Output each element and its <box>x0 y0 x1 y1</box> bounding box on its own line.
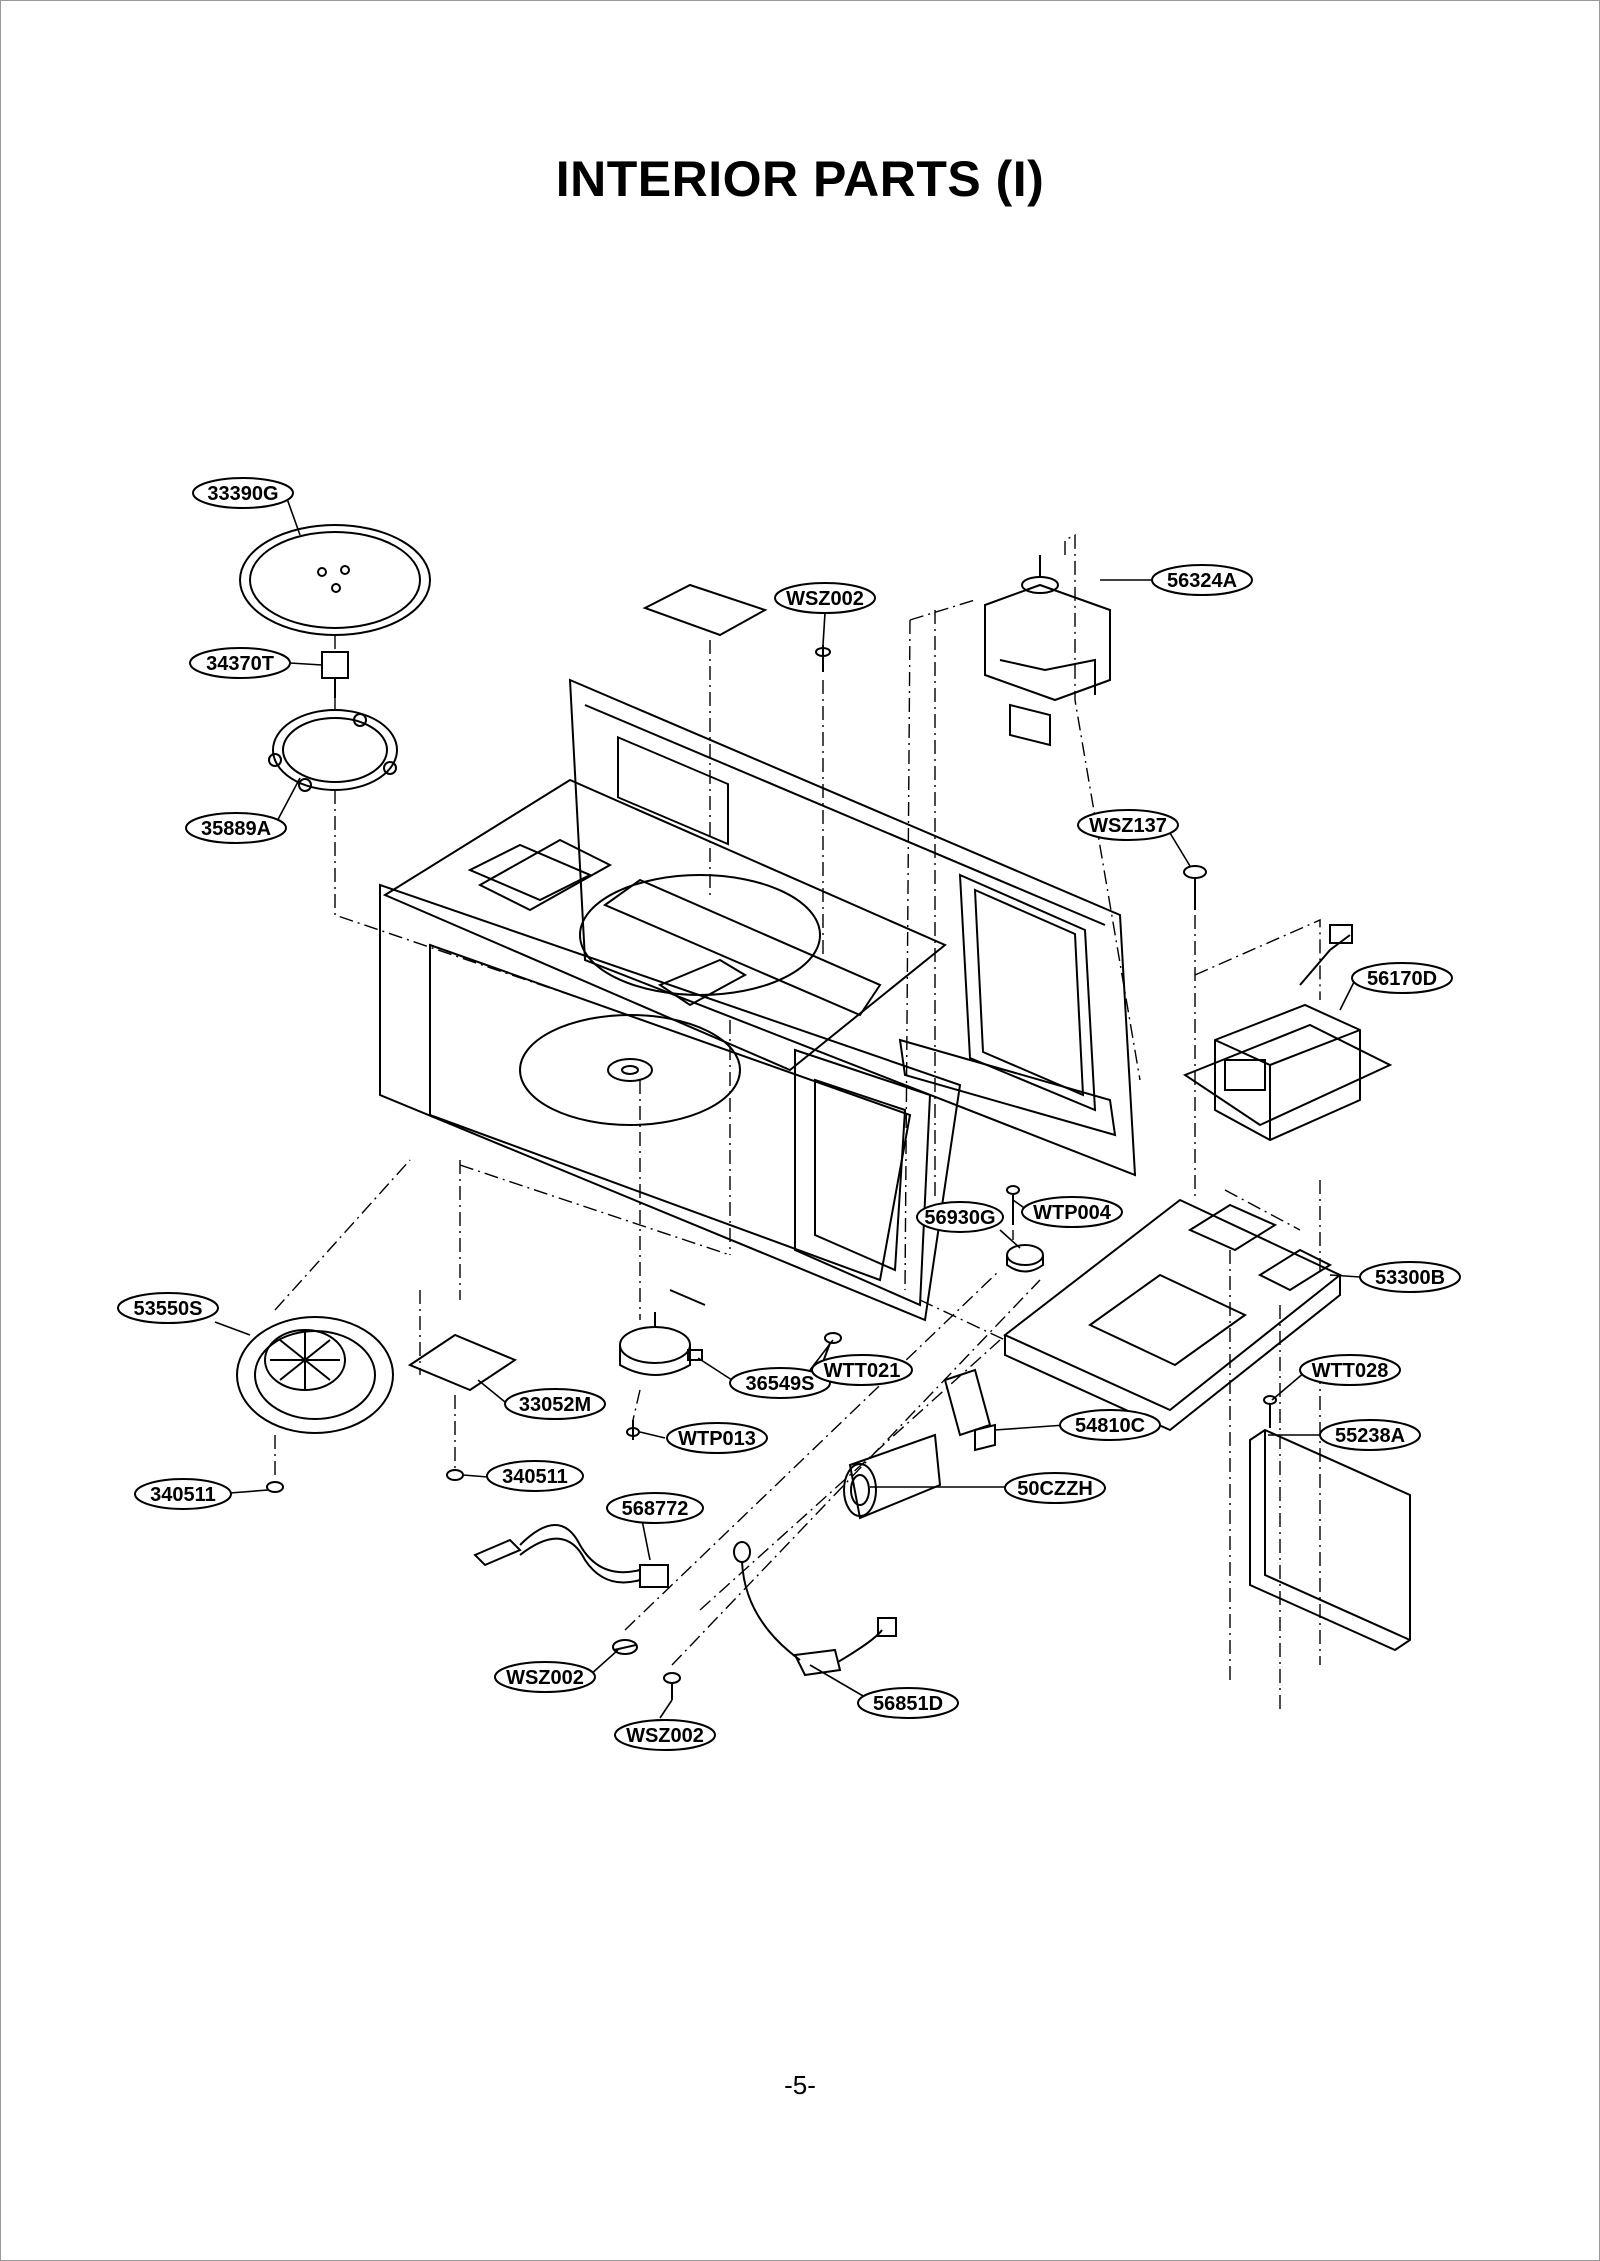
thermostat-drawing <box>1006 1185 1044 1273</box>
svg-text:WTP004: WTP004 <box>1033 1202 1112 1224</box>
callout-35889A: 35889A <box>185 812 287 844</box>
svg-text:WSZ002: WSZ002 <box>626 1725 704 1747</box>
bracket-drawing <box>943 1368 996 1452</box>
callout-56930G: 56930G <box>916 1201 1004 1233</box>
callout-WSZ137: WSZ137 <box>1077 809 1179 841</box>
svg-text:53550S: 53550S <box>134 1298 203 1320</box>
assembly-lines <box>274 533 1321 1710</box>
magnetron-drawing <box>984 555 1111 747</box>
screw-drawing <box>815 645 831 672</box>
svg-text:34370T: 34370T <box>206 653 274 675</box>
callout-WTP013: WTP013 <box>666 1422 768 1454</box>
svg-text:33052M: 33052M <box>519 1394 591 1416</box>
callout-36549S: 36549S <box>729 1367 831 1399</box>
svg-text:WSZ002: WSZ002 <box>786 588 864 610</box>
svg-text:56170D: 56170D <box>1367 968 1437 990</box>
cavity-drawing <box>379 678 1137 1322</box>
callout-55238A: 55238A <box>1319 1419 1421 1451</box>
callout-WTT028: WTT028 <box>1299 1354 1401 1386</box>
motor-cover-drawing <box>407 1333 518 1392</box>
callout-568772: 568772 <box>606 1492 704 1524</box>
svg-text:56324A: 56324A <box>1167 570 1237 592</box>
turntable-tray-drawing <box>239 524 431 636</box>
svg-text:340511: 340511 <box>150 1484 216 1506</box>
fuse-holder-drawing <box>733 1541 897 1677</box>
callout-WSZ002-bottom: WSZ002 <box>614 1719 716 1751</box>
leader-lines <box>214 492 1361 1719</box>
callout-53300B: 53300B <box>1359 1261 1461 1293</box>
partition-drawing <box>1249 1428 1411 1652</box>
svg-text:56930G: 56930G <box>924 1207 995 1229</box>
svg-text:568772: 568772 <box>622 1498 689 1520</box>
svg-text:36549S: 36549S <box>746 1373 815 1395</box>
svg-text:54810C: 54810C <box>1075 1415 1145 1437</box>
page-title: INTERIOR PARTS (I) <box>555 151 1045 207</box>
callout-33052M: 33052M <box>504 1388 606 1420</box>
callout-50CZZH: 50CZZH <box>1004 1472 1106 1504</box>
callout-56324A: 56324A <box>1151 564 1253 596</box>
callout-34370T: 34370T <box>189 647 291 679</box>
page-number: -5- <box>784 2070 816 2100</box>
roller-ring-drawing <box>268 709 398 792</box>
callout-WSZ002-top: WSZ002 <box>774 582 876 614</box>
svg-text:33390G: 33390G <box>207 483 278 505</box>
svg-text:WTP013: WTP013 <box>678 1428 756 1450</box>
svg-text:55238A: 55238A <box>1335 1425 1405 1447</box>
coupler-drawing <box>321 651 349 698</box>
svg-text:WSZ137: WSZ137 <box>1089 815 1167 837</box>
cover-plate-drawing <box>642 583 768 637</box>
capacitor-drawing <box>843 1433 942 1520</box>
svg-text:56851D: 56851D <box>873 1693 943 1715</box>
wire-harness-drawing <box>473 1524 669 1588</box>
stirrer-fan-drawing <box>236 1316 394 1434</box>
callout-33390G: 33390G <box>192 477 294 509</box>
svg-text:WTT028: WTT028 <box>1312 1360 1389 1382</box>
svg-text:340511: 340511 <box>502 1466 568 1488</box>
svg-text:WTT021: WTT021 <box>824 1360 901 1382</box>
svg-text:53300B: 53300B <box>1375 1267 1445 1289</box>
screw-drawing <box>1183 865 1207 910</box>
callout-56851D: 56851D <box>857 1687 959 1719</box>
base-plate-drawing <box>1003 1198 1342 1432</box>
callouts: 33390G 34370T 35889A WSZ002 56324A WSZ13… <box>117 477 1461 1751</box>
callout-340511-left: 340511 <box>134 1478 232 1510</box>
turntable-motor-drawing <box>619 1289 706 1376</box>
transformer-drawing <box>1182 924 1393 1142</box>
callout-56170D: 56170D <box>1351 962 1453 994</box>
callout-WSZ002-left: WSZ002 <box>494 1661 596 1693</box>
svg-text:50CZZH: 50CZZH <box>1017 1478 1093 1500</box>
svg-text:WSZ002: WSZ002 <box>506 1667 584 1689</box>
callout-340511-center: 340511 <box>486 1460 584 1492</box>
callout-54810C: 54810C <box>1059 1409 1161 1441</box>
callout-53550S: 53550S <box>117 1292 219 1324</box>
callout-WTT021: WTT021 <box>811 1354 913 1386</box>
svg-text:35889A: 35889A <box>201 818 271 840</box>
callout-WTP004: WTP004 <box>1021 1196 1123 1228</box>
